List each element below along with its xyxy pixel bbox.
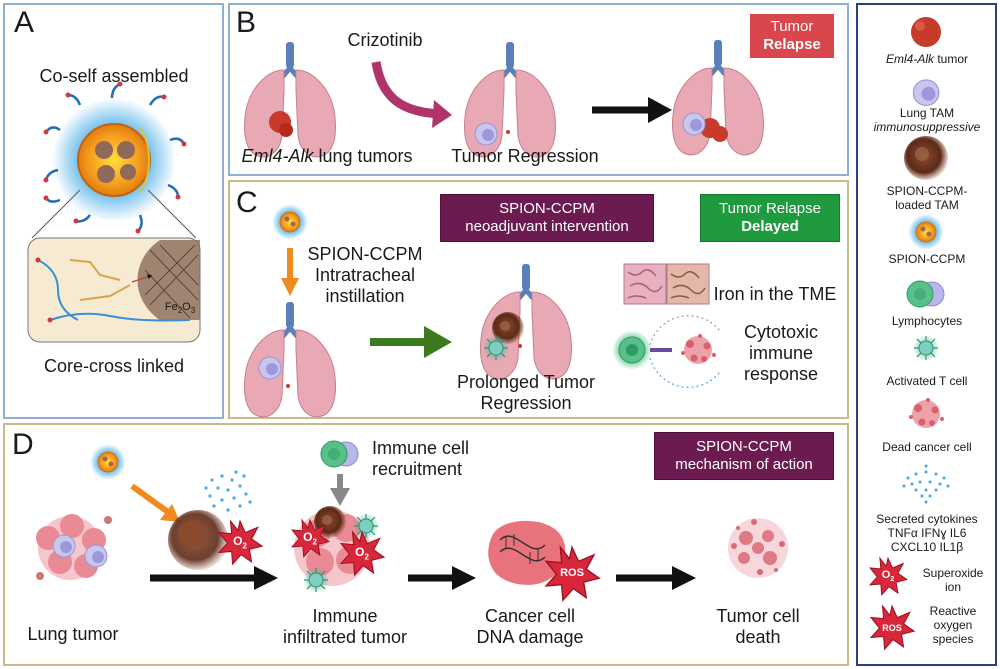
legend-tcell-label: Activated T cell [886,374,968,388]
legend-cytokines-icon [902,464,950,504]
legend-superoxide-o2: O2 [881,569,895,584]
spion-particle-c [271,203,309,241]
spion-particle-d [89,443,127,481]
legend-spion-label: SPION-CCPM [888,252,966,266]
legend-frame [856,3,997,666]
lungs-relapse [673,40,764,155]
legend-dead-cell-label: Dead cancer cell [882,440,972,454]
legend-tcell-icon [912,334,940,362]
lungs-prolonged [481,264,572,379]
legend-tam-icon [912,79,940,107]
dna-damage-cell [488,520,566,585]
legend-ros-badge-text: ROS [882,623,902,633]
panel-a-top-text: Co-self assembled [39,66,189,86]
lung-tumor-label: Lung tumor [27,624,119,644]
crizotinib-arrow [371,61,441,119]
o2-label-1: O2 [233,534,247,551]
tumor-regression-label: Tumor Regression [451,146,599,166]
o2-label-2: O2 [303,530,317,547]
panel-a-label: A [14,6,35,39]
eml4-alk-tumor-label: Eml4-Alk lung tumors [241,146,413,166]
lungs-instillation [245,302,336,417]
o2-label-3: O2 [355,545,369,562]
legend-dead-cell-icon [909,398,944,428]
crosslink-zoom-box [27,237,201,343]
panel-d-label: D [12,428,34,461]
panel-a-bottom-text: Core-cross linked [43,356,185,376]
lymphocytes-d [320,440,359,468]
legend-lymphocytes-icon [906,280,945,308]
panel-b-label: B [236,6,257,39]
lungs-regression [465,42,556,157]
iron-tme-label: Iron in the TME [713,284,837,304]
panel-c-label: C [236,186,258,219]
histology-images [623,263,710,305]
fe2o3-label: Fe2O3 [164,301,196,316]
tumor-cell-death [728,518,788,578]
lungs-eml4-alk [245,42,336,157]
legend-tumor-icon [911,17,941,47]
loaded-tam-d [168,510,228,570]
legend-loaded-tam-icon [904,136,948,180]
cytokine-dots [204,470,252,512]
legend-lymphocytes-label: Lymphocytes [891,314,963,328]
cytotoxic-illustration [612,315,721,388]
nanoparticle-illustration [31,81,197,239]
legend-tumor-label: Eml4-Alk tumor [885,52,969,66]
lung-tumor-cluster [36,514,112,580]
uptake-arrow [130,483,170,515]
ros-label-d: ROS [560,567,584,579]
legend-loaded-tam-label: SPION-CCPM-loaded TAM [886,184,968,212]
legend-spion-icon [907,213,945,251]
crizotinib-label: Crizotinib [347,30,423,50]
